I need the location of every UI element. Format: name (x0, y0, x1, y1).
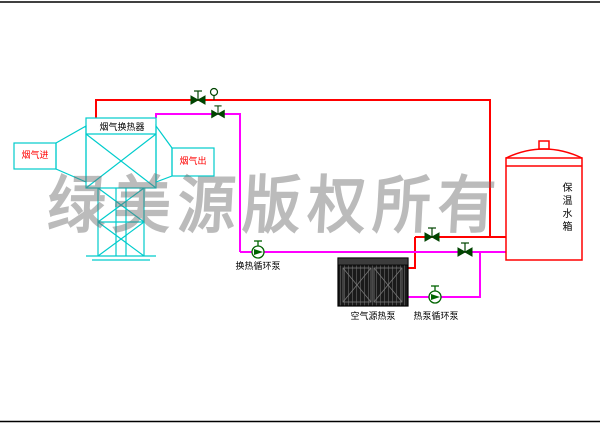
hot-pipe-exchanger-to-tank (95, 99, 491, 237)
hp-circulation-pump-icon (428, 285, 442, 304)
tank-body (505, 157, 583, 261)
flue-outlet-duct (171, 147, 215, 177)
support-tower (86, 187, 156, 261)
return-pipe-to-exchanger (155, 113, 241, 252)
hp-pump-label: 热泵循环泵 (413, 311, 459, 321)
air-source-heat-pump-unit (337, 257, 409, 307)
return-water-pipe (155, 113, 506, 298)
heat-pump-casing (337, 257, 409, 307)
tank-dome (505, 148, 583, 159)
valve-return-top-icon (211, 105, 225, 119)
gauge-hot-supply-icon (209, 87, 219, 100)
heat-exchanger-label: 烟气换热器 (99, 122, 145, 132)
valve-tank-inlet-icon (424, 227, 440, 242)
heat-pump-label: 空气源热泵 (350, 311, 396, 321)
flue-gas-inlet-label: 烟气进 (21, 150, 49, 160)
return-pipe-heatpump-branch (408, 252, 481, 298)
flue-inlet-transition (55, 124, 87, 183)
flue-gas-heat-exchanger (13, 117, 215, 261)
hot-water-pipe (95, 99, 506, 269)
valve-hot-supply-icon (190, 90, 206, 105)
hot-pipe-heatpump-branch (408, 237, 416, 269)
valve-tank-return-icon (457, 242, 473, 257)
tank-top-cap (538, 140, 550, 150)
hx-circulation-pump-icon (251, 240, 265, 259)
hx-pump-label: 换热循环泵 (235, 261, 281, 271)
insulated-water-tank (505, 140, 583, 261)
heat-pump-fan-grilles (342, 267, 403, 303)
flue-outlet-transition (155, 124, 173, 183)
water-tank-label: 保温水箱 (560, 182, 571, 234)
heat-pump-top-band (337, 257, 409, 266)
flue-gas-outlet-label: 烟气出 (179, 156, 207, 166)
exchanger-brace-2 (85, 133, 157, 189)
